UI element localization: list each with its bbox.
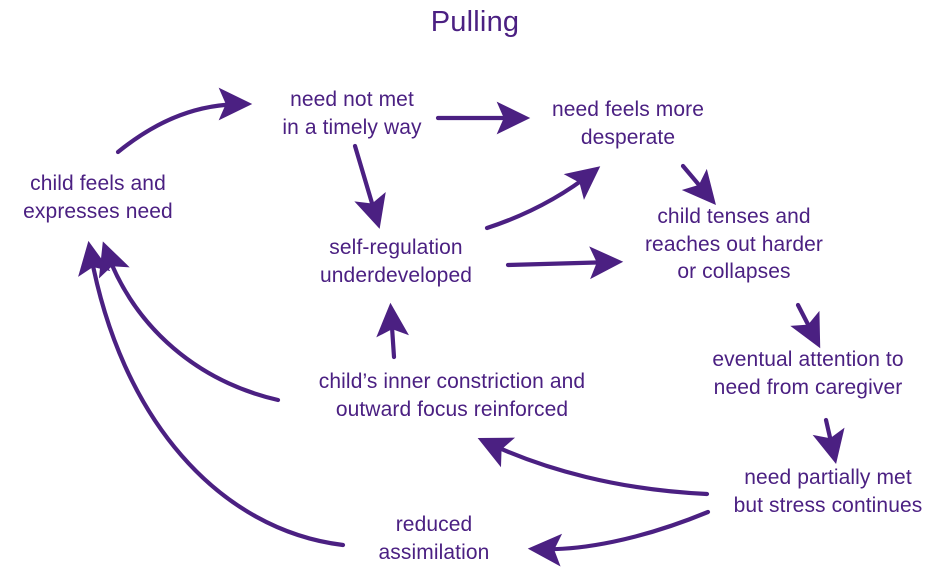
edge-child-feels-to-need-not-met <box>115 87 253 155</box>
page-title: Pulling <box>430 6 520 38</box>
node-child-tenses-and-reaches-out-harder-or-collapses: child tenses and reaches out harder or c… <box>644 205 824 284</box>
node-need-feels-more-desperate: need feels more desperate <box>551 98 705 149</box>
edge-need-not-met-to-self-regulation <box>352 143 386 229</box>
edge-self-regulation-to-child-tenses <box>505 246 624 280</box>
node-need-partially-met-but-stress-continues: need partially met but stress continues <box>733 466 923 517</box>
edge-need-partial-to-inner-constriction <box>477 437 710 497</box>
node-need-not-met-in-a-timely-way: need not met in a timely way <box>282 88 422 139</box>
node-self-regulation-underdeveloped: self-regulation underdeveloped <box>319 236 473 287</box>
node-childs-inner-constriction-and-outward-focus-reinforced: child’s inner constriction and outward f… <box>318 370 586 421</box>
node-eventual-attention-to-need-from-caregiver: eventual attention to need from caregive… <box>712 348 904 399</box>
edge-child-tenses-to-eventual-attention <box>790 302 821 349</box>
edge-need-desperate-to-child-tenses <box>680 163 716 206</box>
edge-inner-constriction-to-child-feels <box>98 241 281 403</box>
edge-inner-constriction-to-self-regulation <box>376 302 409 360</box>
edge-self-regulation-to-need-desperate <box>484 166 601 231</box>
edge-eventual-attention-to-need-partial <box>812 417 845 465</box>
node-child-feels-and-expresses-need: child feels and expresses need <box>23 172 173 223</box>
edge-need-partial-to-reduced-assimilation <box>527 509 711 567</box>
node-reduced-assimilation: reduced assimilation <box>378 513 490 564</box>
